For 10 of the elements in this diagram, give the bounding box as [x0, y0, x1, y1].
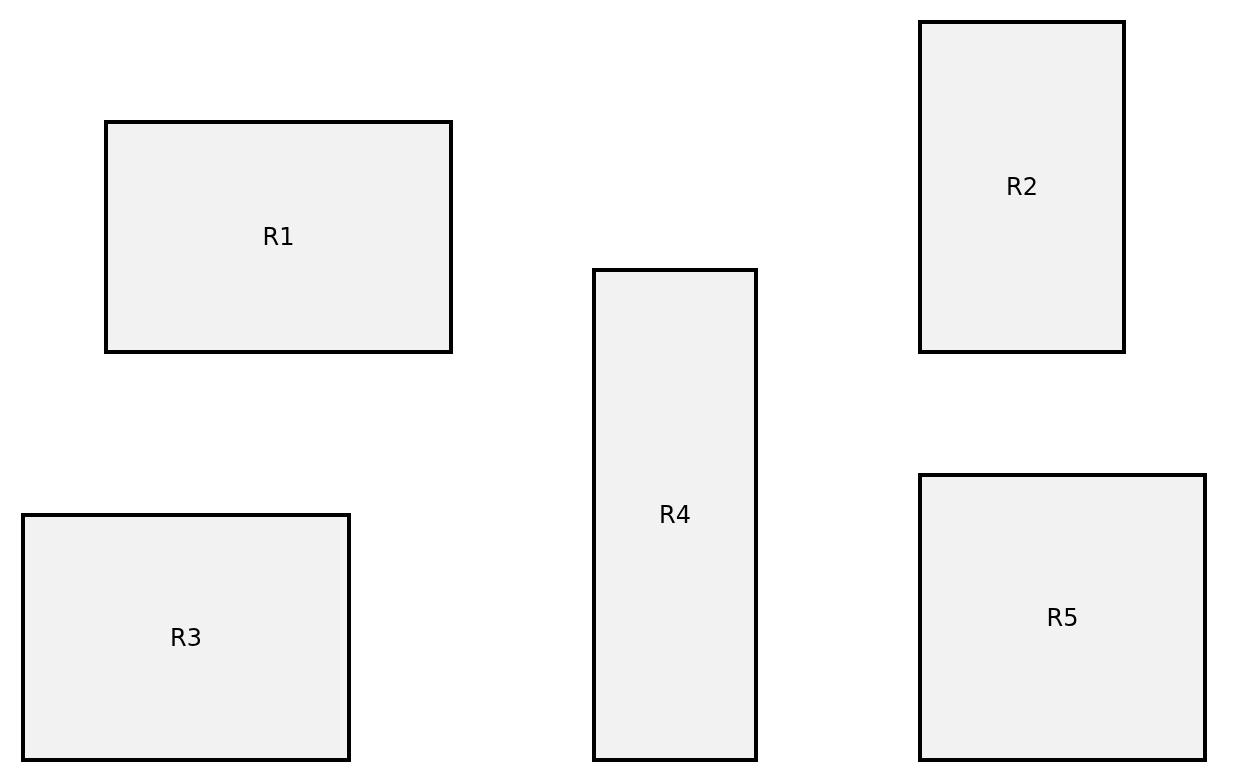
rectangle-box [592, 268, 758, 762]
box-label: R1 [262, 223, 295, 251]
box-label: R4 [659, 501, 691, 529]
rectangle-box [104, 120, 453, 354]
box-label: R5 [1046, 603, 1079, 632]
box-label: R3 [170, 623, 202, 652]
box-label: R2 [1006, 173, 1038, 201]
rectangle-box [918, 473, 1207, 762]
rectangle-box [21, 513, 351, 762]
rectangle-box [918, 20, 1126, 354]
